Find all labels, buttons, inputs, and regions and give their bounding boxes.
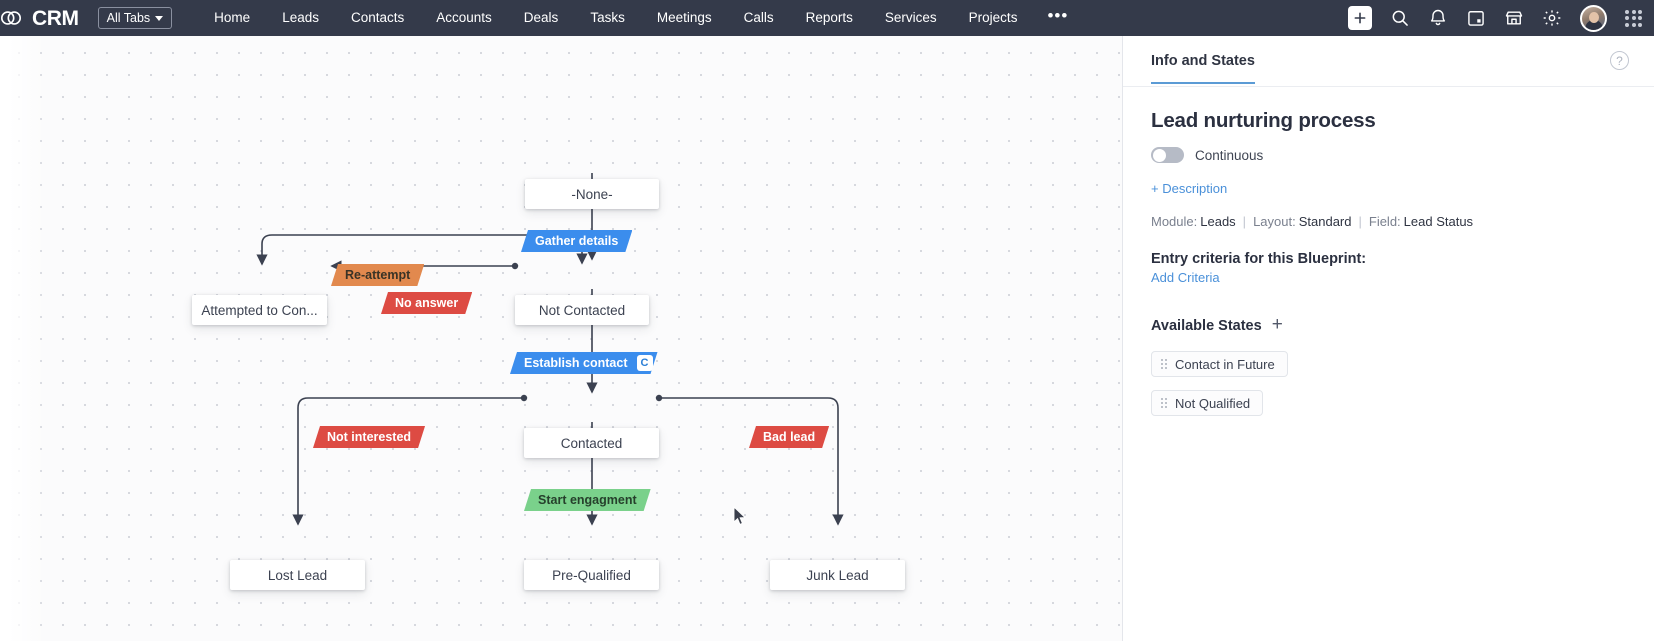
entry-criteria-block: Entry criteria for this Blueprint: Add C… xyxy=(1151,251,1626,285)
continuous-toggle[interactable] xyxy=(1151,147,1184,163)
layout-key: Layout: xyxy=(1253,214,1296,229)
state-node-lost-lead[interactable]: Lost Lead xyxy=(230,560,365,590)
module-value: Leads xyxy=(1200,214,1236,229)
info-and-states-panel: Info and States ? Lead nurturing process… xyxy=(1122,36,1654,641)
state-node-not-contacted[interactable]: Not Contacted xyxy=(515,295,649,325)
nav-link-accounts[interactable]: Accounts xyxy=(436,10,492,25)
state-node-label: Not Contacted xyxy=(538,302,626,318)
state-node-pre-qualified[interactable]: Pre-Qualified xyxy=(524,560,659,590)
transition-start-engagment[interactable]: Start engagment xyxy=(524,489,651,511)
panel-header: Info and States ? xyxy=(1123,36,1654,87)
transition-label: Not interested xyxy=(327,430,412,444)
infinity-loop-icon xyxy=(0,5,24,31)
nav-link-services[interactable]: Services xyxy=(884,10,937,25)
nav-link-meetings[interactable]: Meetings xyxy=(656,10,712,25)
state-pill-label: Not Qualified xyxy=(1175,395,1251,411)
nav-link-leads[interactable]: Leads xyxy=(282,10,319,25)
nav-link-projects[interactable]: Projects xyxy=(968,10,1018,25)
marketplace-icon[interactable] xyxy=(1504,8,1524,28)
continuous-label: Continuous xyxy=(1195,147,1264,163)
transition-label: Bad lead xyxy=(763,430,816,444)
transition-re-attempt[interactable]: Re-attempt xyxy=(331,264,424,286)
drag-handle-icon[interactable] xyxy=(1161,398,1167,408)
blueprint-canvas[interactable]: -None- Not Contacted Attempted to Con...… xyxy=(0,36,1122,641)
transition-label: Start engagment xyxy=(538,493,637,507)
continuous-badge-icon: C xyxy=(637,355,653,371)
transition-gather-details[interactable]: Gather details xyxy=(521,230,632,252)
add-criteria-link[interactable]: Add Criteria xyxy=(1151,270,1220,285)
chevron-down-icon xyxy=(155,15,164,21)
connector-wires xyxy=(256,173,844,526)
all-tabs-label: All Tabs xyxy=(106,11,151,25)
tab-info-and-states[interactable]: Info and States xyxy=(1151,53,1255,84)
state-node-label: Contacted xyxy=(560,435,623,451)
blueprint-title: Lead nurturing process xyxy=(1151,109,1376,132)
calendar-icon[interactable] xyxy=(1466,8,1486,28)
module-key: Module: xyxy=(1151,214,1198,229)
layout-value: Standard xyxy=(1298,214,1352,229)
mouse-cursor xyxy=(733,506,747,526)
gear-icon[interactable] xyxy=(1542,8,1562,28)
top-navigation-bar: CRM All Tabs Home Leads Contacts Account… xyxy=(0,0,1654,36)
state-node-attempted-to-contact[interactable]: Attempted to Con... xyxy=(192,295,327,325)
nav-link-deals[interactable]: Deals xyxy=(523,10,559,25)
state-node-label: Junk Lead xyxy=(806,567,869,583)
avatar[interactable] xyxy=(1580,4,1607,32)
transition-label: Establish contact xyxy=(524,356,628,370)
available-state-item: Not Qualified xyxy=(1151,387,1626,426)
state-pill-contact-in-future[interactable]: Contact in Future xyxy=(1151,351,1288,377)
nav-link-contacts[interactable]: Contacts xyxy=(350,10,405,25)
transition-label: No answer xyxy=(395,296,459,310)
available-state-item: Contact in Future xyxy=(1151,348,1626,387)
nav-links: Home Leads Contacts Accounts Deals Tasks… xyxy=(198,0,1068,36)
nav-more-icon[interactable]: ••• xyxy=(1047,6,1069,25)
brand[interactable]: CRM xyxy=(0,5,79,31)
plus-icon[interactable] xyxy=(1348,6,1372,30)
add-state-icon[interactable]: + xyxy=(1271,314,1283,335)
state-pill-not-qualified[interactable]: Not Qualified xyxy=(1151,390,1264,416)
state-node-label: Lost Lead xyxy=(267,567,328,583)
meta-separator: | xyxy=(1358,214,1362,229)
state-node-label: Pre-Qualified xyxy=(552,567,631,583)
meta-separator: | xyxy=(1242,214,1247,229)
grid-menu-icon[interactable] xyxy=(1625,9,1642,27)
transition-not-interested[interactable]: Not interested xyxy=(313,426,425,448)
nav-link-home[interactable]: Home xyxy=(214,10,251,25)
nav-link-tasks[interactable]: Tasks xyxy=(590,10,625,25)
all-tabs-dropdown[interactable]: All Tabs xyxy=(97,7,173,29)
state-node-label: -None- xyxy=(571,186,613,202)
bell-icon[interactable] xyxy=(1428,8,1448,28)
entry-criteria-title: Entry criteria for this Blueprint: xyxy=(1151,251,1367,267)
canvas-left-fade xyxy=(0,36,46,641)
transition-label: Re-attempt xyxy=(345,268,411,282)
continuous-toggle-row: Continuous xyxy=(1151,147,1626,163)
field-value: Lead Status xyxy=(1403,214,1474,229)
nav-link-reports[interactable]: Reports xyxy=(805,10,853,25)
state-pill-label: Contact in Future xyxy=(1175,356,1275,372)
state-node-label: Attempted to Con... xyxy=(201,302,318,318)
nav-action-icons xyxy=(1348,4,1654,32)
brand-name: CRM xyxy=(32,6,79,30)
transition-no-answer[interactable]: No answer xyxy=(381,292,472,314)
add-description-link[interactable]: + Description xyxy=(1151,181,1228,196)
nav-link-calls[interactable]: Calls xyxy=(743,10,774,25)
panel-body: Lead nurturing process Continuous + Desc… xyxy=(1123,87,1654,426)
help-icon[interactable]: ? xyxy=(1610,51,1629,70)
transition-establish-contact[interactable]: Establish contact C xyxy=(510,352,658,374)
search-icon[interactable] xyxy=(1390,8,1410,28)
available-states-header: Available States + xyxy=(1151,314,1626,335)
transition-label: Gather details xyxy=(535,234,619,248)
blueprint-meta: Module: Leads | Layout: Standard | Field… xyxy=(1151,214,1626,229)
state-node-contacted[interactable]: Contacted xyxy=(524,428,659,458)
transition-bad-lead[interactable]: Bad lead xyxy=(749,426,829,448)
state-node-none[interactable]: -None- xyxy=(525,179,659,209)
available-states-title: Available States xyxy=(1151,317,1262,334)
drag-handle-icon[interactable] xyxy=(1161,359,1167,369)
field-key: Field: xyxy=(1368,214,1401,229)
state-node-junk-lead[interactable]: Junk Lead xyxy=(770,560,905,590)
